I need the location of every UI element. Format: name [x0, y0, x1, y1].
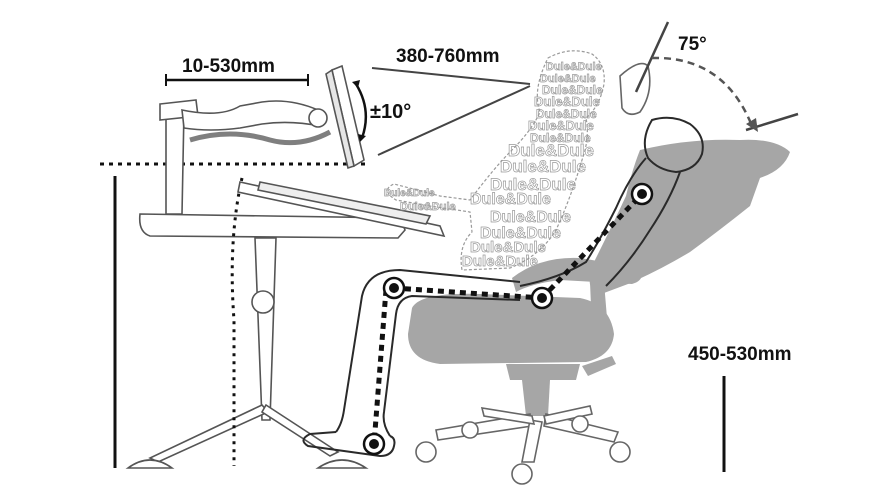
watermark-text: Dule&Dule: [400, 201, 456, 213]
chair-caster-3: [511, 463, 533, 485]
chair-lever: [582, 356, 616, 376]
chair-backrest: [589, 139, 790, 296]
watermark-text: Dule&Dule: [508, 141, 594, 160]
ghost-body-outline: [386, 50, 605, 271]
chair-caster-1: [415, 441, 437, 463]
monitor: [325, 64, 365, 170]
person-back: [605, 171, 681, 287]
watermark-text: Dule&Dule: [534, 94, 600, 109]
knee-joint-center: [389, 283, 399, 293]
chair-base-leg-back-left: [480, 407, 536, 425]
arm-joint: [308, 108, 328, 128]
arm-segment-1: [181, 100, 321, 131]
recline-arc: [651, 56, 754, 127]
tilt-label: ±10°: [370, 101, 411, 123]
watermark-text: Dule&Dule: [530, 131, 591, 145]
desk-top: [138, 213, 406, 239]
keyboard: [257, 181, 432, 225]
shoulder-joint-center: [637, 189, 647, 199]
chair-caster-2: [609, 441, 631, 463]
desk-leg-right: [260, 403, 340, 457]
watermark-text: Dule&Dule: [470, 239, 546, 256]
arm-pole: [165, 109, 185, 215]
arm-reach-label: 10-530mm: [182, 56, 275, 77]
chair-caster-5: [571, 415, 589, 433]
chair-caster-4: [461, 421, 479, 439]
chair-base-leg-back-right: [543, 405, 593, 425]
watermark-text: Dule&Dule: [470, 191, 551, 208]
person-head: [643, 116, 704, 174]
desk-foot-left: [125, 459, 175, 469]
posture-line-back: [540, 192, 644, 300]
posture-line-shin: [371, 289, 389, 445]
watermark-text: Dule&Dule: [384, 188, 435, 199]
desk-leg-left: [148, 404, 270, 463]
chair-armrest: [512, 257, 642, 292]
watermark: Dule&DuleDule&DuleDule&DuleDule&DuleDule…: [384, 61, 604, 271]
desk-height-knob: [251, 290, 275, 314]
eye-distance-line-upper: [371, 67, 531, 85]
hip-joint-center: [537, 293, 547, 303]
posture-joints: [362, 182, 654, 456]
chair-base-leg-front: [521, 419, 543, 463]
desk-post: [254, 237, 277, 421]
watermark-text: Dule&Dule: [490, 209, 571, 226]
eye-distance-label: 380-760mm: [396, 46, 500, 67]
ankle-joint-center: [369, 439, 379, 449]
tilt-arrow-bottom: [358, 134, 366, 142]
recline-label: 75°: [678, 34, 707, 55]
knee-clearance-dotted-line: [230, 177, 244, 466]
watermark-text: Dule&Dule: [528, 118, 594, 133]
person-thigh-bottom: [382, 294, 521, 437]
posture-line-thigh: [393, 285, 543, 301]
watermark-text: Dule&Dule: [540, 73, 596, 85]
watermark-text: Dule&Dule: [480, 225, 561, 242]
watermark-text: Dule&Dule: [490, 175, 576, 194]
monitor-screen: [325, 68, 355, 170]
tilt-arc: [354, 83, 368, 139]
desk-foot-right: [315, 459, 369, 469]
watermark-text: Dule&Dule: [542, 83, 603, 97]
watermark-text: Dule&Dule: [546, 61, 602, 73]
keyboard-tray: [237, 181, 446, 238]
chair-seat: [408, 293, 614, 364]
tilt-arrow-top: [352, 80, 360, 88]
monitor-arm: [159, 99, 332, 215]
arm-cable: [189, 129, 332, 146]
watermark-text: Dule&Dule: [462, 253, 538, 270]
seat-height-label: 450-530mm: [688, 344, 792, 365]
chair-base: [415, 405, 631, 485]
chair: [408, 62, 790, 485]
recline-arrow: [746, 118, 758, 132]
watermark-text: Dule&Dule: [536, 107, 597, 121]
chair-seat-base: [506, 364, 580, 380]
person-thigh-top: [335, 268, 521, 433]
watermark-text: Dule&Dule: [500, 157, 586, 176]
person-foot: [302, 431, 396, 458]
desk: [125, 213, 406, 469]
eye-distance-line-lower: [377, 85, 531, 156]
upright-posture-ghost: Dule&DuleDule&DuleDule&DuleDule&DuleDule…: [384, 50, 605, 271]
chair-gas-lift: [522, 380, 550, 416]
